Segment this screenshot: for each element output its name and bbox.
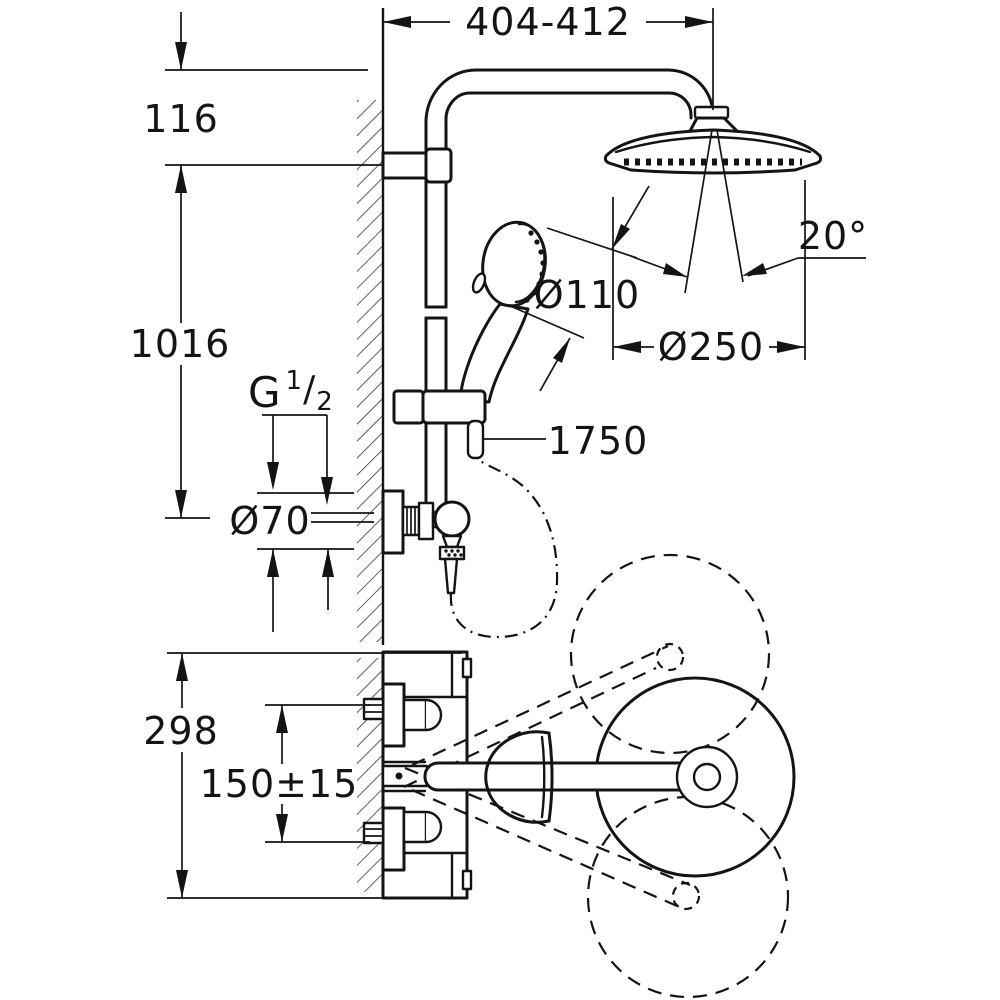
swivel-arm-top-view <box>423 761 707 792</box>
pivot-point <box>395 772 403 780</box>
thermostat-connection <box>381 489 471 595</box>
wall-upper <box>357 8 385 645</box>
lower-top-view <box>357 553 796 999</box>
label-body-height: 298 <box>143 709 219 753</box>
hand-shower-top-view <box>484 730 554 824</box>
shower-arm <box>424 68 715 124</box>
hand-shower-nozzles <box>524 230 546 303</box>
label-arm-drop: 116 <box>143 97 219 141</box>
spray-mode-button <box>471 272 487 294</box>
mounting-tab <box>461 869 473 891</box>
dim-swivel-angle: 20° <box>632 129 868 294</box>
thread-numerator: 1 <box>286 366 304 396</box>
shower-hose <box>449 460 559 639</box>
label-head-shower-diameter: Ø250 <box>658 325 764 369</box>
escutcheon-top <box>381 682 406 748</box>
thermostat-top-view <box>362 650 473 900</box>
ball-joint <box>433 500 471 538</box>
head-shower-hub <box>675 745 739 809</box>
label-inlet-spacing: 150±15 <box>200 762 359 806</box>
dim-body-height: 298 <box>143 652 462 899</box>
label-arm-projection: 404-412 <box>465 0 631 44</box>
mounting-tab <box>461 657 473 679</box>
label-escutcheon-diameter: Ø70 <box>229 499 310 543</box>
dim-hand-shower: Ø110 <box>507 185 650 392</box>
supply-stub <box>362 697 385 721</box>
hose-outlet <box>466 419 485 460</box>
label-swivel-angle: 20° <box>798 214 868 258</box>
thread-denominator: 2 <box>316 387 334 417</box>
thread-base: G <box>248 368 282 417</box>
slide-holder <box>392 389 487 460</box>
escutcheon-bottom <box>381 806 406 872</box>
dim-escutcheon: Ø70 <box>229 492 374 632</box>
dim-inlet-spacing: 150±15 <box>200 704 370 843</box>
dim-column-height: 1016 <box>130 165 231 519</box>
label-column-height: 1016 <box>130 322 231 366</box>
wall-bracket <box>381 147 453 184</box>
upper-front-view <box>357 8 823 645</box>
dim-head-shower: Ø250 <box>612 180 806 369</box>
dim-arm-drop: 116 <box>143 12 383 166</box>
label-hose-length: 1750 <box>548 419 649 463</box>
wall-lower <box>357 652 385 898</box>
thread-slash: / <box>303 369 316 410</box>
label-hand-shower-diameter: Ø110 <box>534 273 640 317</box>
supply-stub <box>362 821 385 845</box>
dim-arm-projection: 404-412 <box>383 0 714 110</box>
head-shower-front <box>603 105 823 175</box>
dim-hose-length: 1750 <box>484 419 649 463</box>
